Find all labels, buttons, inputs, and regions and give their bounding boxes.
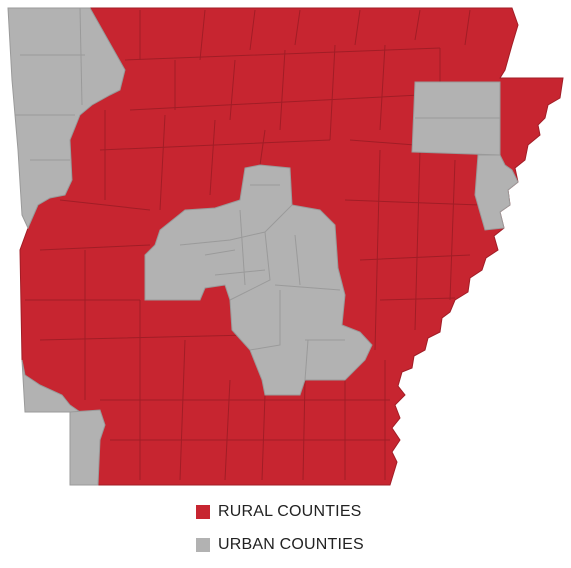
urban-central-region (144, 164, 373, 396)
urban-northwest-region (7, 7, 126, 230)
legend-item-rural: RURAL COUNTIES (196, 502, 364, 522)
urban-swatch (196, 538, 210, 552)
legend-item-urban: URBAN COUNTIES (196, 535, 364, 555)
rural-label: RURAL COUNTIES (218, 503, 362, 520)
urban-label: URBAN COUNTIES (218, 536, 364, 553)
arkansas-county-map (7, 7, 564, 486)
urban-southwest-region (21, 359, 82, 413)
urban-northwest-line (15, 7, 85, 161)
urban-texarkana-region (69, 409, 106, 486)
rural-swatch (196, 505, 210, 519)
urban-central-lines (179, 184, 345, 381)
map-legend: RURAL COUNTIES URBAN COUNTIES (196, 502, 364, 568)
urban-east-region (474, 154, 519, 231)
